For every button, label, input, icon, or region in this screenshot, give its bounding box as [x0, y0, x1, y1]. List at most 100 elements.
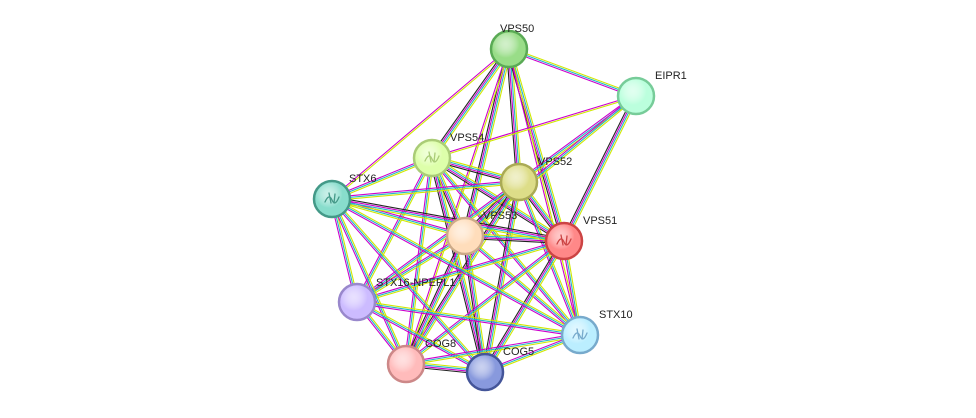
edge-line [509, 48, 566, 241]
edge-line [561, 94, 635, 241]
node-stx6[interactable]: STX6 [312, 173, 377, 219]
node-vps51[interactable]: VPS51 [544, 215, 617, 261]
edge-line [355, 302, 485, 374]
node-eipr1[interactable]: EIPR1 [616, 70, 687, 116]
edge-line [403, 234, 464, 364]
edge-line [332, 49, 510, 201]
edge-line [562, 95, 636, 241]
edge-line [565, 96, 639, 243]
edge-VPS50-STX6 [331, 47, 510, 201]
edge-VPS53-STX10 [463, 234, 582, 337]
edge-line [464, 235, 581, 336]
node-label: COG5 [503, 346, 534, 358]
edge-line [463, 236, 580, 337]
edge-line [483, 181, 519, 372]
edge-line [518, 181, 581, 336]
node-label: STX16-NPEPL1 [376, 277, 455, 289]
edge-line [509, 48, 521, 182]
edge-EIPR1-VPS51 [561, 94, 639, 243]
edge-line [482, 181, 518, 372]
node-label: STX10 [599, 309, 633, 321]
node-cog5[interactable]: COG5 [465, 346, 534, 392]
node-label: VPS53 [483, 210, 517, 222]
edge-line [464, 95, 637, 237]
edge-EIPR1-VPS54 [431, 94, 637, 160]
node-label: VPS50 [500, 23, 534, 35]
edge-line [430, 158, 485, 373]
edge-line [331, 179, 519, 198]
node-vps54[interactable]: VPS54 [412, 132, 484, 178]
edge-line [332, 197, 487, 372]
edge-VPS53-COG8 [403, 234, 468, 366]
edge-line [465, 96, 638, 238]
edge-line [356, 301, 581, 336]
edge-line [517, 94, 636, 182]
edge-line [507, 49, 519, 183]
edge-STX10-COG8 [405, 332, 581, 367]
edge-line [357, 158, 434, 303]
edge-STX6-COG8 [330, 198, 408, 365]
edge-line [433, 50, 512, 160]
edge-line [510, 48, 567, 241]
edge-line [332, 196, 565, 240]
edge-line [564, 96, 638, 242]
edge-line [356, 301, 486, 373]
edge-line [486, 182, 522, 373]
edge-line [356, 303, 580, 338]
edge-line [356, 181, 520, 303]
edge-line [508, 49, 636, 99]
edge-VPS50-STX10 [507, 48, 582, 336]
edge-line [332, 197, 565, 241]
edge-line [431, 94, 636, 158]
node-vps52[interactable]: VPS52 [499, 156, 572, 202]
edge-line [357, 299, 581, 334]
edge-line [330, 199, 580, 337]
edge-line [357, 300, 487, 372]
node-label: VPS54 [450, 132, 484, 144]
edge-line [517, 182, 580, 336]
edge-line [407, 236, 468, 366]
edge-line [332, 198, 408, 364]
node-label: VPS51 [583, 215, 617, 227]
node-shine [502, 165, 536, 199]
edge-line [432, 155, 566, 240]
edge-line [331, 199, 564, 243]
edge-line [331, 47, 509, 199]
node-vps53[interactable]: VPS53 [445, 210, 517, 256]
protein-structure-icon [424, 151, 440, 163]
edge-line [357, 242, 565, 305]
edge-line [331, 200, 564, 244]
node-stx16-npepl1[interactable]: STX16-NPEPL1 [337, 277, 455, 322]
edge-VPS50-VPS54 [429, 47, 512, 160]
node-cog8[interactable]: COG8 [386, 338, 456, 384]
edge-line [331, 200, 465, 239]
node-shine [389, 347, 423, 381]
edge-line [355, 157, 432, 302]
edge-line [432, 49, 511, 159]
edge-line [405, 332, 580, 363]
node-label: EIPR1 [655, 70, 687, 82]
edge-line [466, 49, 512, 237]
edge-line [407, 182, 522, 366]
edge-line [406, 241, 566, 366]
edge-line [331, 198, 581, 336]
edge-line [406, 336, 581, 367]
node-shine [492, 32, 526, 66]
edge-line [432, 96, 637, 160]
edge-line [332, 197, 582, 335]
node-label: COG8 [425, 338, 456, 350]
node-shine [468, 355, 502, 389]
protein-structure-icon [572, 328, 588, 340]
node-shine [619, 79, 653, 113]
edge-line [465, 234, 582, 335]
edge-line [406, 236, 467, 365]
node-vps50[interactable]: VPS50 [489, 23, 534, 69]
edge-STX6-STX10 [330, 197, 582, 337]
node-stx10[interactable]: STX10 [560, 309, 633, 355]
edge-STX6-COG5 [330, 197, 487, 374]
edge-line [330, 199, 485, 374]
edge-line [405, 334, 581, 365]
edge-VPS50-EIPR1 [508, 46, 637, 99]
